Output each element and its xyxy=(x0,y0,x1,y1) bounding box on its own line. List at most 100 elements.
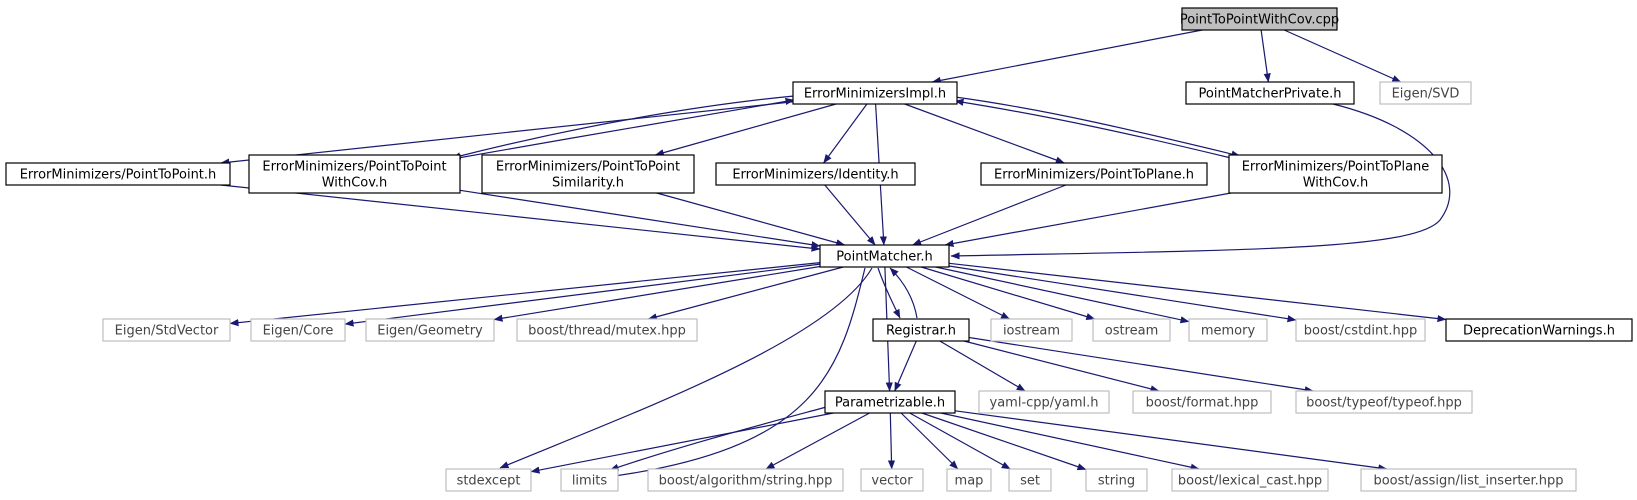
node-label: Parametrizable.h xyxy=(835,396,945,411)
edge-reg-to-param xyxy=(894,340,917,392)
node-ptpcov[interactable]: ErrorMinimizers/PointToPointWithCov.h xyxy=(248,154,461,194)
edge-param-to-string xyxy=(921,412,1087,471)
edge-param-to-vector xyxy=(887,412,896,470)
edge-pm-to-geom xyxy=(493,265,821,322)
edge-param-to-limits xyxy=(609,405,831,471)
node-stdexcept: stdexcept xyxy=(445,468,532,492)
node-box-set xyxy=(1008,468,1052,492)
node-label: boost/algorithm/string.hpp xyxy=(659,474,833,489)
node-box-mutex xyxy=(516,318,698,342)
node-box-string xyxy=(1085,468,1148,492)
edge-ptpl-to-pm xyxy=(912,184,1067,246)
node-pmp[interactable]: PointMatcherPrivate.h xyxy=(1185,81,1355,105)
edge-ptplcov-to-pm xyxy=(944,192,1232,248)
node-emi[interactable]: ErrorMinimizersImpl.h xyxy=(792,81,958,105)
node-box-yaml xyxy=(978,390,1110,414)
node-box-emi xyxy=(792,81,958,105)
node-box-depr xyxy=(1445,318,1633,342)
edge-emi-to-ptpl xyxy=(904,103,1065,164)
node-label: ErrorMinimizersImpl.h xyxy=(804,87,946,102)
node-label: memory xyxy=(1201,324,1256,339)
node-box-ptplcov xyxy=(1228,154,1443,194)
node-box-stdexcept xyxy=(445,468,532,492)
node-label: boost/cstdint.hpp xyxy=(1304,324,1418,339)
edge-ptpsim-to-pm xyxy=(656,192,846,247)
node-iostream: iostream xyxy=(990,318,1073,342)
edge-ptpcov-to-pm xyxy=(459,189,821,249)
edge-pmp-to-pm xyxy=(950,103,1451,260)
node-box-pm xyxy=(819,244,950,268)
edge-param-to-listins xyxy=(954,410,1388,472)
node-box-limits xyxy=(560,468,619,492)
node-label: Eigen/StdVector xyxy=(115,324,219,339)
node-label: ErrorMinimizers/PointToPoint xyxy=(262,160,446,175)
node-ostream: ostream xyxy=(1092,318,1171,342)
edge-pm-to-memory xyxy=(935,266,1190,324)
node-ptp[interactable]: ErrorMinimizers/PointToPoint.h xyxy=(5,162,231,186)
node-label: boost/format.hpp xyxy=(1146,396,1259,411)
node-stdvec: Eigen/StdVector xyxy=(102,318,231,342)
edge-emi-to-ptpcov xyxy=(451,95,795,160)
node-box-core xyxy=(250,318,346,342)
edge-pm-to-limits xyxy=(599,267,866,481)
node-label: yaml-cpp/yaml.h xyxy=(990,396,1099,411)
edge-root-to-svd xyxy=(1283,29,1402,83)
node-reg[interactable]: Registrar.h xyxy=(872,318,970,342)
node-label: PointToPointWithCov.cpp xyxy=(1180,13,1339,28)
edge-pm-to-ostream xyxy=(921,266,1096,320)
node-label: Similarity.h xyxy=(552,176,624,191)
node-box-listins xyxy=(1360,468,1577,492)
node-root[interactable]: PointToPointWithCov.cpp xyxy=(1180,7,1339,31)
edge-reg-to-pm xyxy=(889,267,918,319)
node-label: iostream xyxy=(1003,324,1060,339)
edge-param-to-set xyxy=(909,412,1011,470)
edge-reg-to-typeof xyxy=(968,336,1314,394)
edge-root-to-pmp xyxy=(1260,29,1271,83)
node-string: string xyxy=(1085,468,1148,492)
edge-emi-to-ptp xyxy=(220,101,794,166)
node-label: ostream xyxy=(1105,324,1159,339)
node-box-lexcast xyxy=(1171,468,1329,492)
node-label: ErrorMinimizers/PointToPlane xyxy=(1242,160,1430,175)
node-label: Registrar.h xyxy=(886,324,956,339)
node-memory: memory xyxy=(1188,318,1268,342)
node-depr[interactable]: DeprecationWarnings.h xyxy=(1445,318,1633,342)
edge-ident-to-pm xyxy=(824,184,876,246)
node-label: WithCov.h xyxy=(1303,176,1369,191)
node-box-ident xyxy=(715,162,916,186)
edge-param-to-algostr xyxy=(765,412,870,470)
node-ptpl[interactable]: ErrorMinimizers/PointToPlane.h xyxy=(980,162,1208,186)
node-label: Eigen/SVD xyxy=(1392,87,1460,102)
node-yaml: yaml-cpp/yaml.h xyxy=(978,390,1110,414)
node-pm[interactable]: PointMatcher.h xyxy=(819,244,950,268)
node-param[interactable]: Parametrizable.h xyxy=(824,390,956,414)
node-box-cstdint xyxy=(1295,318,1426,342)
edge-param-to-map xyxy=(900,412,959,470)
edge-pm-to-depr xyxy=(948,262,1447,323)
node-box-format xyxy=(1132,390,1272,414)
node-label: Eigen/Geometry xyxy=(377,324,483,339)
node-label: PointMatcherPrivate.h xyxy=(1199,87,1342,102)
node-box-iostream xyxy=(990,318,1073,342)
node-label: ErrorMinimizers/PointToPlane.h xyxy=(994,168,1194,183)
node-box-reg xyxy=(872,318,970,342)
edge-pm-to-core xyxy=(344,263,821,327)
node-lexcast: boost/lexical_cast.hpp xyxy=(1171,468,1329,492)
node-label: boost/lexical_cast.hpp xyxy=(1178,474,1322,489)
edge-emi-to-ptplcov xyxy=(954,96,1241,158)
node-ident[interactable]: ErrorMinimizers/Identity.h xyxy=(715,162,916,186)
node-box-memory xyxy=(1188,318,1268,342)
edge-pm-to-reg xyxy=(877,267,901,319)
node-set: set xyxy=(1008,468,1052,492)
node-label: stdexcept xyxy=(457,474,521,489)
node-limits: limits xyxy=(560,468,619,492)
node-label: PointMatcher.h xyxy=(836,250,932,265)
node-box-geom xyxy=(365,318,495,342)
node-box-ptpl xyxy=(980,162,1208,186)
edge-emi-to-ident xyxy=(823,103,868,164)
node-box-param xyxy=(824,390,956,414)
node-map: map xyxy=(946,468,992,492)
